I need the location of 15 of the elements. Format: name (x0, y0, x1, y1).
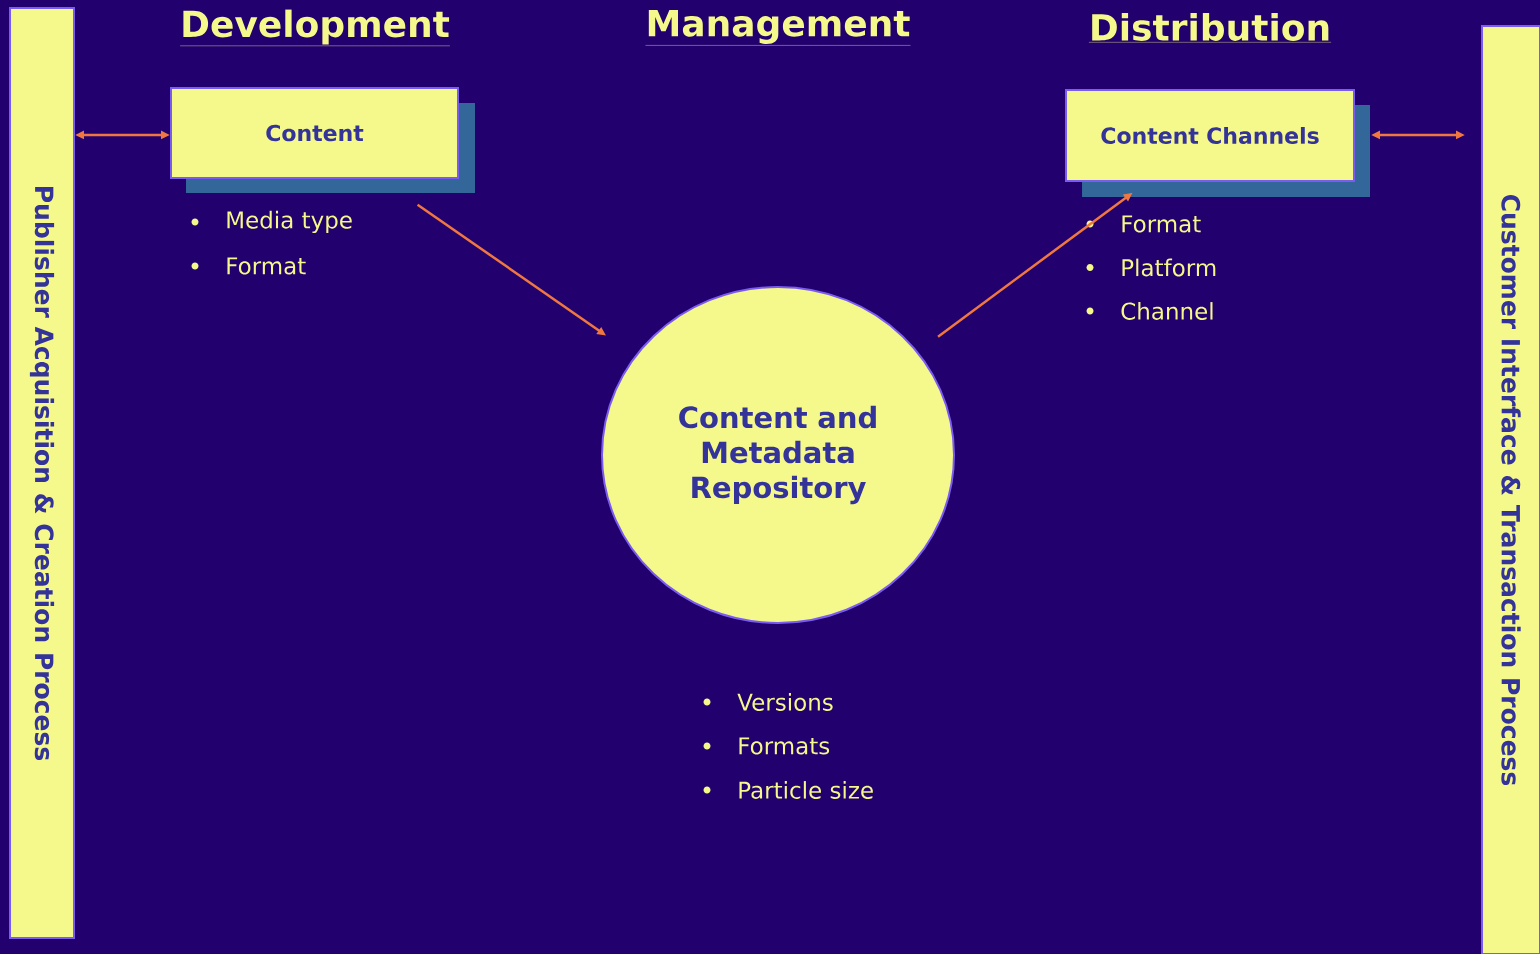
column-heading: Distribution (1088, 13, 1332, 43)
bullet-item: Platform (1086, 258, 1216, 277)
bullet-item: Versions (703, 693, 833, 711)
bullet-item: Particle size (703, 781, 873, 799)
bullet-item: Media type (191, 210, 352, 234)
side-bar: Customer Interface & Transaction Process (1481, 25, 1540, 954)
column-heading: Management (645, 10, 911, 46)
bullet-item: Formats (703, 737, 830, 755)
bullet-item: Format (191, 257, 306, 275)
shadowed-box: Content (170, 87, 475, 193)
side-bar: Publisher Acquisition & Creation Process (9, 7, 75, 939)
column-heading: Development (179, 9, 451, 46)
bullet-item: Format (1086, 215, 1201, 233)
shadowed-box: Content Channels (1065, 89, 1370, 197)
bullet-item: Channel (1086, 302, 1213, 320)
